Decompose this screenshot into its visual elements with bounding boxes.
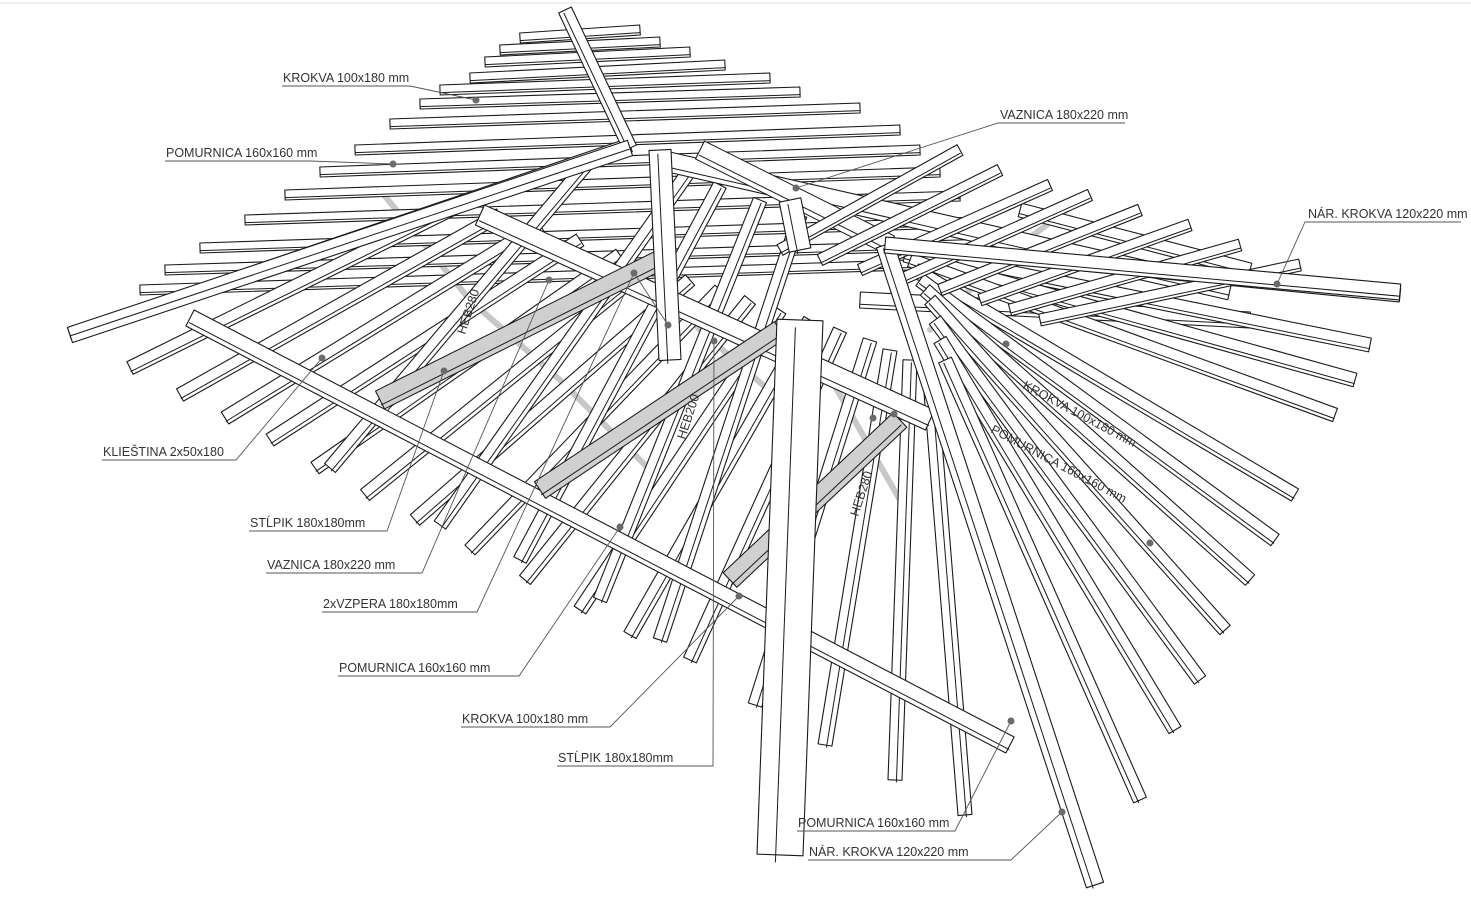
back-rafter-edge bbox=[320, 152, 921, 176]
marker-dot bbox=[1273, 280, 1281, 288]
label-vaznica-top: VAZNICA 180x220 mm bbox=[1000, 108, 1128, 122]
hip-rafter-top-edge bbox=[563, 12, 630, 152]
leader-krokva-mid bbox=[461, 595, 740, 728]
marker-dot bbox=[710, 337, 718, 345]
left-rafters bbox=[67, 24, 1001, 818]
label-kliestina: KLIEŠTINA 2x50x180 bbox=[103, 444, 224, 459]
label-pomurnica-bottom: POMURNICA 160x160 mm bbox=[798, 816, 949, 830]
leader-nar-krokva-bottom bbox=[808, 811, 1063, 861]
label-nar-krokva-right: NÁR. KROKVA 120x220 mm bbox=[1308, 206, 1468, 221]
leader-vzpera bbox=[322, 272, 669, 613]
heb-beam-center bbox=[533, 321, 787, 499]
center-post-edge bbox=[657, 153, 669, 364]
right-slope-rafter-edge bbox=[928, 302, 1225, 634]
ridge-post bbox=[778, 197, 812, 253]
hip-rafter-left-edge bbox=[69, 148, 630, 337]
right-slope-rafter-edge bbox=[918, 283, 1275, 544]
callout-labels: KROKVA 100x180 mm POMURNICA 160x160 mm V… bbox=[103, 71, 1468, 859]
marker-dot bbox=[1002, 340, 1010, 348]
front-post-edge bbox=[774, 327, 796, 863]
label-krokva-top: KROKVA 100x180 mm bbox=[283, 71, 409, 85]
heb-beam-center-edge bbox=[540, 334, 782, 496]
marker-dot bbox=[890, 410, 898, 418]
leader-stlpik-1 bbox=[249, 370, 445, 532]
label-krokva-mid: KROKVA 100x180 mm bbox=[462, 712, 588, 726]
label-vaznica-bottom: VAZNICA 180x220 mm bbox=[267, 558, 395, 572]
left-slope-rafter-edge bbox=[130, 203, 471, 373]
label-nar-krokva-bottom: NÁR. KROKVA 120x220 mm bbox=[809, 844, 969, 859]
marker-dot bbox=[616, 523, 624, 531]
hip-rafter-left bbox=[66, 139, 634, 344]
leader-stlpik-2 bbox=[557, 340, 715, 767]
back-right-rafter-edge bbox=[900, 197, 1091, 284]
marker-dot bbox=[318, 354, 326, 362]
back-right-rafter bbox=[937, 203, 1143, 297]
hip-rafters bbox=[66, 6, 1402, 889]
hip-rafter-right-edge bbox=[884, 248, 1400, 297]
right-slope-rafter bbox=[907, 252, 1338, 423]
back-right-rafter-edge bbox=[820, 172, 1001, 264]
front-post bbox=[756, 318, 824, 857]
right-slope-rafter-edge bbox=[923, 292, 1250, 584]
marker-dot bbox=[440, 367, 448, 375]
right-slope-rafter-edge bbox=[938, 342, 1175, 734]
marker-dot bbox=[735, 592, 743, 600]
marker-dot bbox=[792, 184, 800, 192]
back-right-rafter bbox=[816, 164, 1004, 266]
hip-rafter-front-edge bbox=[882, 248, 1094, 889]
leader-pomurnica-mid bbox=[338, 526, 621, 677]
leaders bbox=[102, 85, 1461, 861]
ridge-post-edge bbox=[787, 203, 799, 255]
marker-dot bbox=[1146, 539, 1154, 547]
leader-vaznica-bottom bbox=[266, 279, 550, 574]
left-slope-rafter-edge bbox=[225, 228, 541, 422]
leader-pomurnica-bottom bbox=[797, 720, 1012, 832]
back-right-rafter-edge bbox=[780, 152, 961, 254]
back-rafter-edge bbox=[390, 110, 861, 128]
heb-beam-left-edge bbox=[380, 264, 662, 406]
label-stlpik-1: STĹPIK 180x180mm bbox=[250, 515, 365, 530]
right-rafters bbox=[776, 144, 1402, 804]
front-left-wall-plate-edge bbox=[188, 322, 1010, 751]
marker-dot bbox=[1007, 717, 1015, 725]
marker-dot bbox=[1058, 808, 1066, 816]
right-slope-rafter bbox=[919, 284, 1256, 586]
right-slope-rafter-edge bbox=[909, 263, 1335, 420]
left-purlin-edge bbox=[478, 220, 930, 427]
marker-dot bbox=[472, 96, 480, 104]
right-slope-rafter-edge bbox=[914, 273, 1295, 499]
right-slope-rafter bbox=[933, 335, 1182, 735]
label-vzpera: 2xVZPERA 180x180mm bbox=[323, 597, 458, 611]
right-slope-rafter bbox=[924, 294, 1231, 636]
marker-dot bbox=[389, 160, 397, 168]
left-slope-rafter-edge bbox=[930, 382, 967, 818]
marker-dot bbox=[869, 414, 877, 422]
label-pomurnica-mid: POMURNICA 160x160 mm bbox=[339, 661, 490, 675]
left-slope-rafter-edge bbox=[365, 268, 652, 499]
left-slope-rafter-edge bbox=[895, 362, 912, 783]
timber-structure bbox=[66, 6, 1402, 889]
marker-dot bbox=[545, 276, 553, 284]
left-slope-rafter-edge bbox=[825, 352, 892, 748]
marker-dot bbox=[630, 269, 638, 277]
right-slope-rafter-edge bbox=[943, 362, 1140, 804]
label-pomurnica-top: POMURNICA 160x160 mm bbox=[166, 146, 317, 160]
back-right-rafter bbox=[776, 144, 964, 256]
leader-nar-krokva-right bbox=[1276, 221, 1461, 285]
leader-vaznica-top bbox=[795, 122, 1125, 189]
leader-kliestina bbox=[102, 357, 323, 461]
left-slope-rafter-edge bbox=[180, 218, 501, 399]
back-rafter-edge bbox=[285, 174, 941, 199]
leader-krokva-top bbox=[282, 85, 477, 101]
leader-pomurnica-top bbox=[165, 160, 394, 165]
marker-dot bbox=[664, 321, 672, 329]
right-slope-rafter-edge bbox=[933, 322, 1200, 684]
right-slope-rafter bbox=[928, 315, 1207, 685]
label-stlpik-2: STĹPIK 180x180mm bbox=[558, 750, 673, 765]
back-right-rafter-edge bbox=[1010, 247, 1241, 314]
